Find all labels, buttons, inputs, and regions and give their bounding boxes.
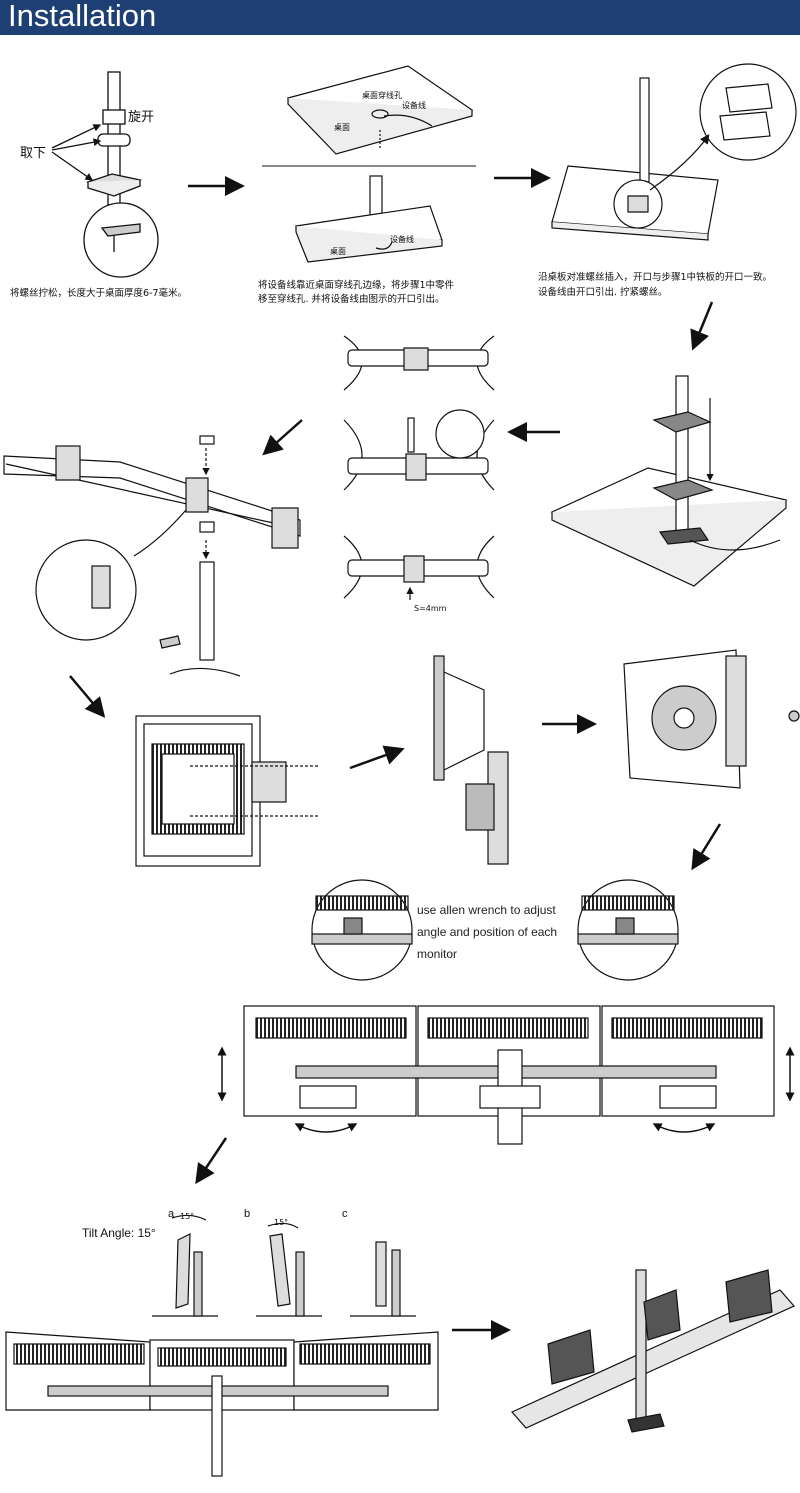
step1-clamp-drawing — [51, 71, 159, 278]
step5-gap-label: S=4mm — [414, 604, 447, 613]
tilt-label-a: a — [168, 1208, 175, 1220]
step3-caption-line2: 设备线由开口引出. 拧紧螺丝。 — [538, 287, 668, 298]
triple-monitor-back-drawing — [243, 1005, 775, 1145]
step5-connector-drawing — [343, 335, 495, 600]
step1-rotate-label: 旋开 — [128, 110, 155, 125]
down-right-arrow-icon — [69, 675, 106, 718]
step2-caption-line2: 移至穿线孔. 并将设备线由图示的开口引出。 — [258, 294, 445, 305]
adjust-note-line1: use allen wrench to adjust — [417, 903, 556, 917]
adjust-detail-drawing — [311, 879, 679, 981]
down-left-arrow-icon — [690, 301, 714, 351]
adjust-note: use allen wrench to adjust angle and pos… — [417, 899, 557, 965]
down-left-arrow-icon — [195, 1137, 228, 1185]
curved-rotate-arrow-icon — [652, 1123, 716, 1133]
tilt-angle-label: Tilt Angle: 15° — [82, 1226, 156, 1240]
curved-rotate-arrow-icon — [294, 1123, 358, 1133]
step3-plate-drawing — [551, 63, 797, 241]
step1-remove-label: 取下 — [20, 146, 47, 161]
step6-bar-drawing — [3, 435, 301, 677]
adjust-note-line3: monitor — [417, 947, 458, 961]
step3-caption-line1: 沿桌板对准螺丝插入，开口与步骤1中铁板的开口一致。 — [538, 272, 773, 283]
header-bar: Installation — [0, 0, 800, 35]
tilt-label-c: c — [342, 1208, 348, 1220]
tilt-diagrams — [152, 1214, 416, 1317]
step4-pole-drawing — [550, 375, 788, 587]
finished-product-drawing — [511, 1269, 795, 1433]
step2-cable-label-2: 设备线 — [390, 235, 414, 244]
tilt-degree-a: 15° — [180, 1212, 195, 1221]
step2-desk-drawing — [262, 65, 476, 263]
right-arrow-icon — [349, 745, 405, 770]
step7-vesa-drawing — [135, 649, 800, 867]
page-title: Installation — [8, 0, 157, 33]
step2-caption-line1: 将设备线靠近桌面穿线孔边缘，将步骤1中零件 — [258, 280, 455, 291]
adjust-note-line2: angle and position of each — [417, 925, 558, 939]
down-left-arrow-icon — [262, 419, 303, 456]
step2-hole-label: 桌面穿线孔 — [362, 91, 402, 100]
step2-desk-label: 桌面 — [334, 123, 350, 132]
step2-desk-label-2: 桌面 — [330, 247, 346, 256]
step1-caption: 将螺丝拧松，长度大于桌面厚度6-7毫米。 — [10, 288, 188, 299]
down-left-arrow-icon — [691, 823, 722, 871]
curved-setup-drawing — [5, 1331, 439, 1477]
step2-cable-label: 设备线 — [402, 101, 426, 110]
tilt-degree-b: 15° — [274, 1218, 289, 1227]
installation-diagram — [3, 63, 800, 1477]
tilt-label-b: b — [244, 1208, 251, 1220]
